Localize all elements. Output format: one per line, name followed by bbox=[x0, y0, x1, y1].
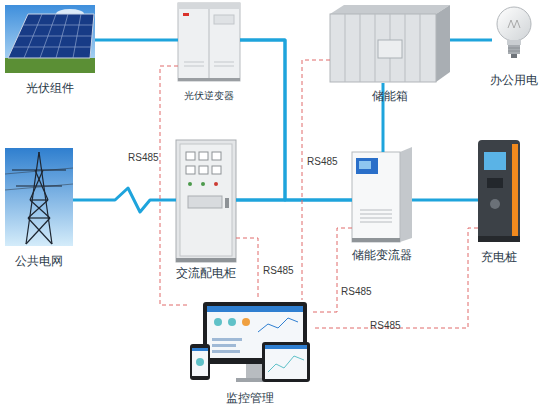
device-node: 监控管理 bbox=[188, 300, 312, 386]
charger-art bbox=[478, 140, 520, 242]
pcs-cabinet-art bbox=[352, 147, 412, 242]
power-line bbox=[73, 188, 176, 212]
rs485-link bbox=[312, 228, 478, 328]
power-line bbox=[412, 199, 478, 202]
device-node: 交流配电柜 bbox=[176, 140, 236, 262]
rs485-link bbox=[236, 238, 258, 300]
power-line bbox=[236, 199, 352, 202]
rs485-link bbox=[302, 60, 330, 300]
node-caption: 公共电网 bbox=[15, 254, 63, 268]
power-line bbox=[236, 40, 285, 200]
node-caption: 储能箱 bbox=[372, 89, 408, 103]
node-caption: 储能变流器 bbox=[352, 248, 412, 262]
node-caption: 监控管理 bbox=[226, 391, 274, 405]
edge-label: RS485 bbox=[341, 286, 372, 298]
power-line bbox=[95, 39, 178, 42]
node-caption: 充电桩 bbox=[481, 250, 517, 264]
solar-panel-art bbox=[5, 5, 95, 73]
device-node: 光伏组件 bbox=[5, 5, 95, 73]
inverter-art bbox=[178, 3, 240, 81]
device-node: 办公用电 bbox=[492, 3, 536, 61]
edge-label: RS485 bbox=[307, 156, 338, 168]
ac-cabinet-art bbox=[176, 140, 236, 262]
node-caption: 光伏逆变器 bbox=[184, 89, 234, 103]
device-node: 公共电网 bbox=[5, 148, 73, 246]
device-node: 光伏逆变器 bbox=[178, 3, 240, 81]
device-node: 充电桩 bbox=[478, 140, 520, 242]
storage-box-art bbox=[330, 5, 450, 82]
device-node: 储能箱 bbox=[330, 5, 450, 83]
edge-label: RS485 bbox=[370, 320, 401, 332]
power-line bbox=[450, 39, 492, 42]
rs485-link bbox=[312, 228, 352, 312]
power-line bbox=[240, 40, 352, 200]
node-caption: 交流配电柜 bbox=[176, 266, 236, 280]
light-bulb-art bbox=[497, 7, 531, 58]
node-caption: 光伏组件 bbox=[26, 81, 74, 95]
device-node: 储能变流器 bbox=[352, 152, 412, 242]
power-tower-art bbox=[5, 148, 73, 246]
monitor-art bbox=[190, 302, 310, 382]
edge-label: RS485 bbox=[263, 265, 294, 277]
node-caption: 办公用电 bbox=[490, 73, 538, 87]
edge-label: RS485 bbox=[128, 152, 159, 164]
